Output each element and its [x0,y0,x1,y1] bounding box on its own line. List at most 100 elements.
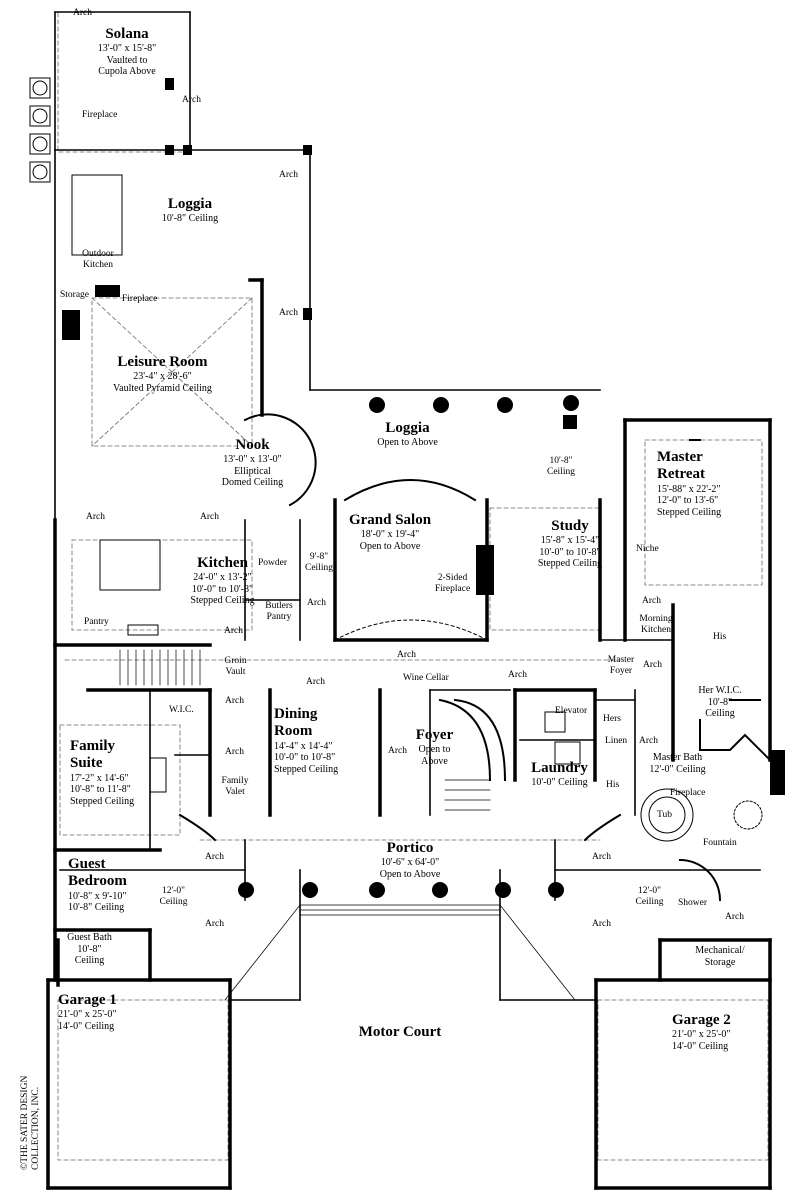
room-name: Foyer [415,727,454,743]
groin-vault-label: Groin Vault [218,656,253,678]
room-name: Room [274,723,313,740]
arch-label: Arch [397,650,416,660]
fireplace-label: Fireplace [82,110,118,120]
ceiling-note: 12'-0" to 13'-6" [657,495,719,506]
arch-label: Arch [725,912,744,922]
ceiling-note: 10'-8" Ceiling [161,213,219,225]
ceiling-120-label: 12'-0" Ceiling [156,886,191,908]
ceiling-note: Domed Ceiling [221,477,284,489]
niche-label: Niche [636,544,659,554]
label-line: Butlers [265,601,293,611]
room-her-wic: Her W.I.C. 10'-8" Ceiling [690,685,750,720]
ceiling-note: Cupola Above [98,66,156,78]
outdoor-kitchen-label: Outdoor Kitchen [78,249,118,271]
arch-label: Arch [279,170,298,180]
label-line: Outdoor [82,249,114,259]
fireplace-label: Fireplace [122,294,158,304]
room-name: Guest Bath [67,932,112,943]
ceiling-note: Vaulted Pyramid Ceiling [113,382,212,394]
linen-label: Linen [605,736,628,746]
fireplace-label: Fireplace [670,788,706,798]
ceiling-note: Vaulted to [106,54,148,66]
pantry-label: Pantry [84,617,109,627]
butlers-pantry-label: Butlers Pantry [259,601,299,623]
room-name: Dining [274,706,318,722]
wine-cellar-label: Wine Cellar [403,673,449,683]
label-line: Vault [225,666,246,677]
room-mechanical: Mechanical/ Storage [680,945,760,968]
credit-line: COLLECTION, INC. [31,1086,42,1170]
ceiling-note: 14'-0" Ceiling [58,1020,115,1032]
ceiling-note: 10'-8" to 11'-8" [70,784,131,795]
room-dims: 24'-0" x 13'-2" [193,572,252,584]
two-sided-fireplace-label: 2-Sided Fireplace [430,573,475,595]
ceiling-note: Stepped Ceiling [537,558,603,570]
arch-label: Arch [86,512,105,522]
family-valet-label: Family Valet [215,776,255,798]
room-master-retreat: Master Retreat 15'-88" x 22'-2" 12'-0" t… [657,449,757,518]
room-family-suite: Family Suite 17'-2" x 14'-6" 10'-8" to 1… [70,738,155,807]
room-guest-bath: Guest Bath 10'-8" Ceiling [62,932,117,967]
arch-label: Arch [182,95,201,105]
entry-steps [224,904,576,1001]
ceiling-note: Open to Above [377,437,438,449]
label-line: Morning [639,614,673,624]
fixtures [71,174,763,842]
room-dims: 23'-4" x 28'-6" [133,371,192,383]
ceiling-note: 10'-0" to 10'-8" [539,546,601,558]
room-dims: 18'-0" x 19'-4" [360,529,420,541]
ceiling-note: 12'-0" Ceiling [649,763,706,775]
elevator-label: Elevator [555,706,588,716]
label-line: Ceiling [305,562,333,573]
arch-label: Arch [388,746,407,756]
ceiling-note: Stepped Ceiling [70,795,135,807]
label-line: 2-Sided [437,573,468,583]
credit-line: ©THE SATER DESIGN [20,1075,30,1170]
room-master-bath: Master Bath 12'-0" Ceiling [640,752,715,775]
label-line: Groin [224,656,247,666]
room-solana: Solana 13'-0" x 15'-8" Vaulted to Cupola… [82,26,172,78]
ceiling-note: Open to Above [359,540,421,552]
room-name: Garage 1 [58,992,117,1008]
study-ceiling-label: 10'-8" Ceiling [541,456,581,478]
ceiling-note: 14'-0" Ceiling [672,1040,729,1052]
vent-units [29,77,51,183]
ceiling-note: Open to [418,744,451,756]
ceiling-note: Stepped Ceiling [274,763,339,775]
room-name: Loggia [385,420,430,436]
room-name: Nook [235,437,270,453]
label-line: Ceiling [547,466,575,477]
ceiling-note: Elliptical [234,465,271,477]
arch-label: Arch [306,677,325,687]
room-dims: 21'-0" x 25'-0" [58,1009,117,1021]
his-label: His [713,632,727,642]
room-dims: 15'-88" x 22'-2" [657,483,721,495]
room-grand-salon: Grand Salon 18'-0" x 19'-4" Open to Abov… [340,512,440,552]
label-line: Ceiling [635,896,664,907]
room-leisure: Leisure Room 23'-4" x 28'-6" Vaulted Pyr… [100,354,225,394]
fountain-label: Fountain [703,838,737,848]
ceiling-note: Stepped Ceiling [190,595,255,607]
dashed-lines [57,11,769,1161]
room-garage-1: Garage 1 21'-0" x 25'-0" 14'-0" Ceiling [58,992,148,1032]
room-dims: 17'-2" x 14'-6" [70,772,129,784]
hers-label: Hers [603,714,621,724]
label-line: Valet [225,786,245,797]
arch-label: Arch [225,747,244,757]
arch-label: Arch [200,512,219,522]
arch-label: Arch [592,919,611,929]
tub-label: Tub [657,810,672,820]
room-loggia-mid: Loggia Open to Above [370,420,445,449]
arch-label: Arch [642,596,661,606]
arch-label: Arch [205,852,224,862]
ceiling-note: Stepped Ceiling [657,506,722,518]
stairs [119,649,491,811]
curved-walls [178,413,772,902]
room-loggia-top: Loggia 10'-8" Ceiling [150,196,230,225]
room-dims: 13'-0" x 13'-0" [223,454,282,466]
room-name: Motor Court [358,1024,442,1040]
label-line: 10'-8" [549,456,573,466]
interior-walls [54,11,761,1001]
label-line: Kitchen [640,624,672,635]
